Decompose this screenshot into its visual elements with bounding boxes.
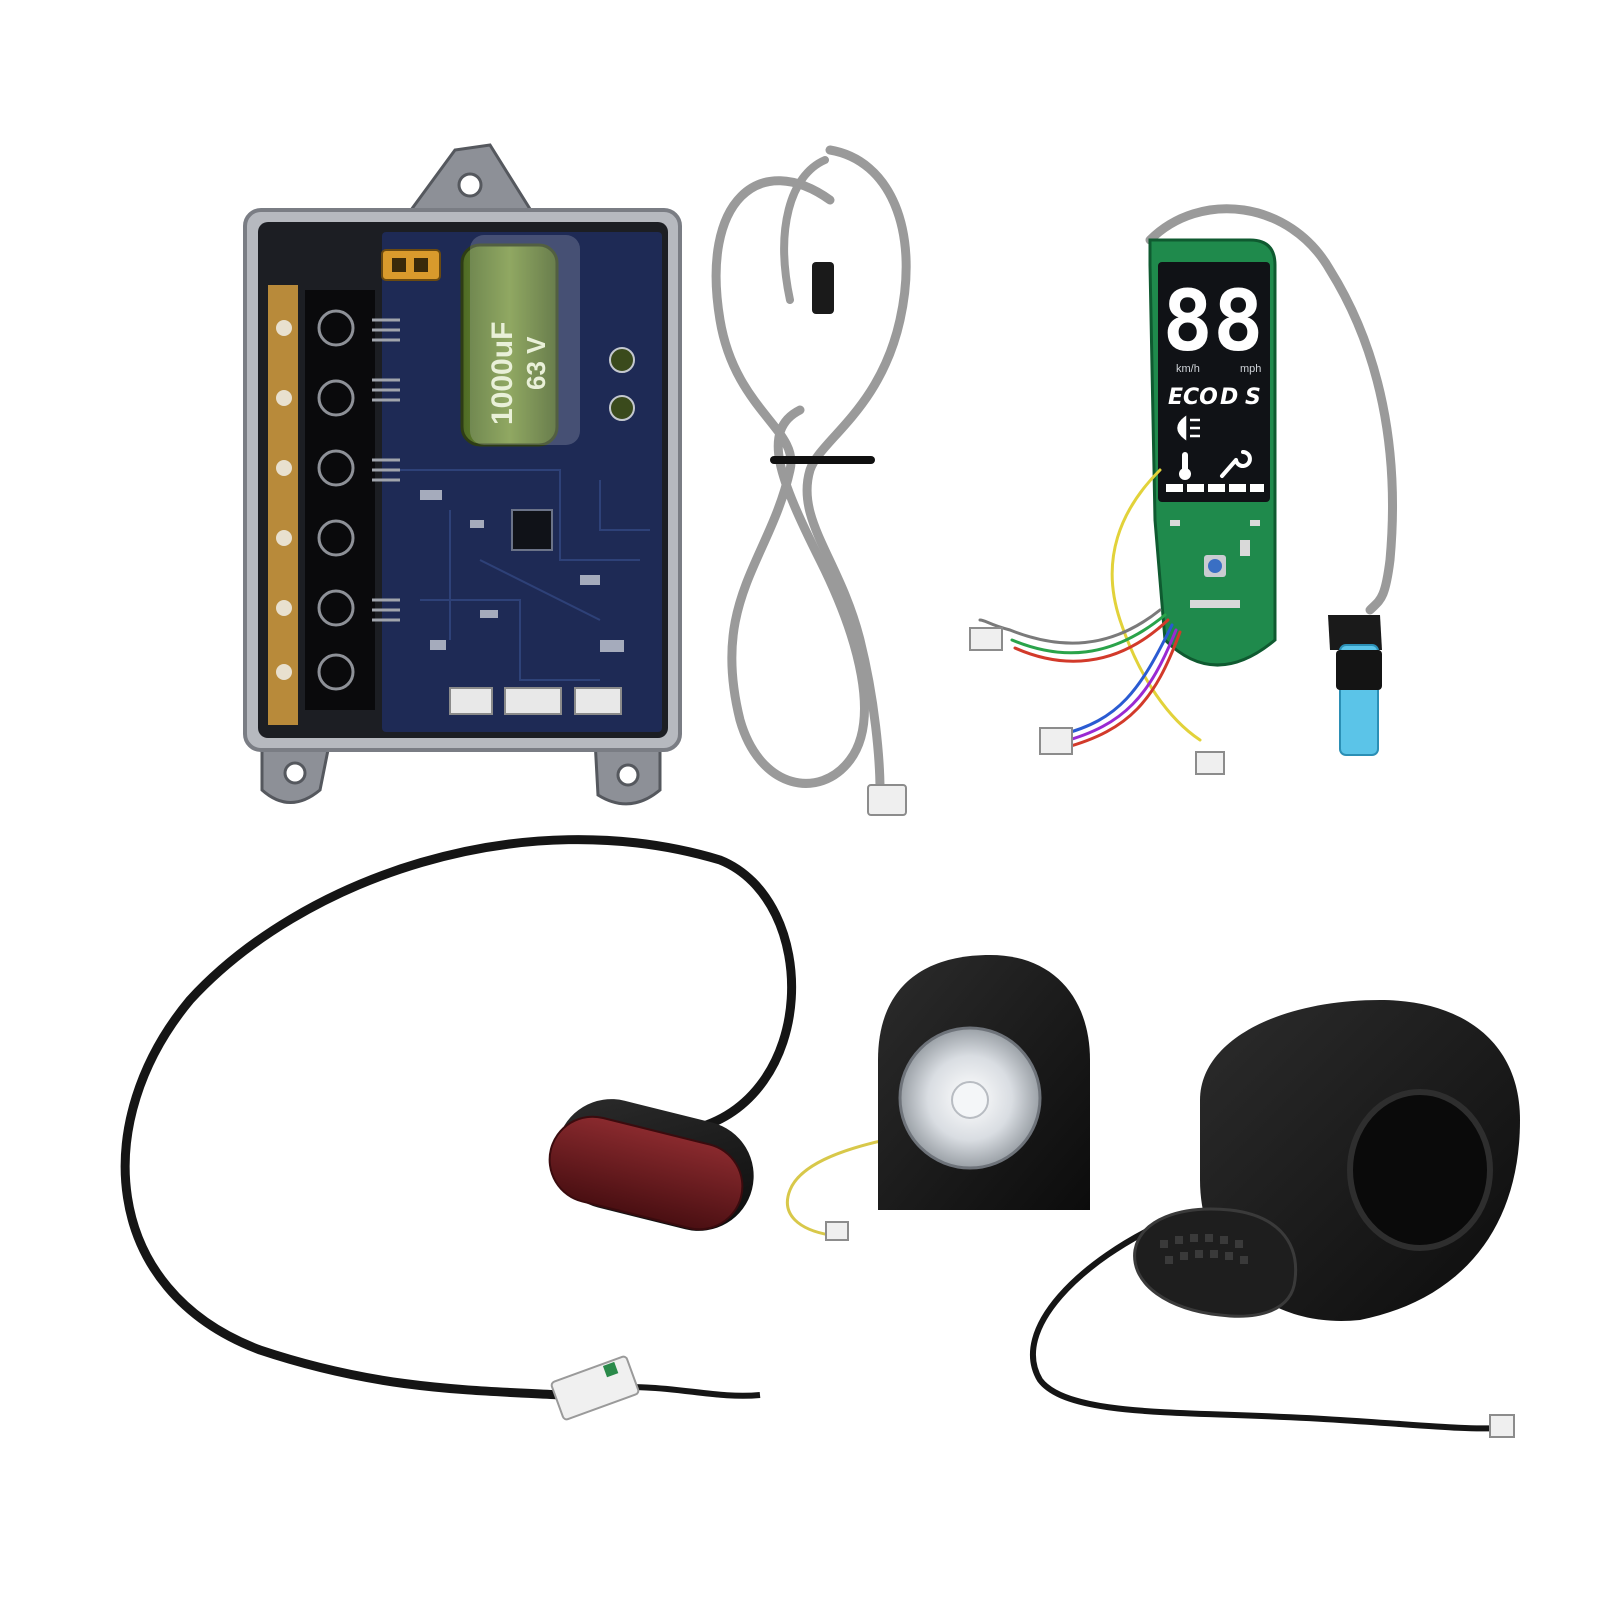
capacitor-voltage-text: 63 V [521,336,551,390]
extension-cable-connector-bottom [867,784,907,816]
dashboard-connector-b [1039,727,1073,755]
controller-pcb [382,232,662,732]
tail-light-cable [120,835,797,1400]
controller-terminal-strip [268,285,298,725]
controller-terminals [276,290,375,710]
throttle-bore [1347,1089,1493,1251]
dashboard-connector-c [1195,751,1225,775]
dashboard-unit-right: mph [1240,363,1261,375]
controller-mosfet-pins [372,318,400,622]
throttle-cable [1030,1217,1498,1432]
dashboard-grey-cable [1145,204,1397,615]
controller-signal-connectors [449,687,622,715]
extension-cable-connector-top [812,262,834,314]
wrench-icon [1220,450,1252,478]
extension-cable-tie [770,456,875,464]
dashboard-mode-s: S [1245,385,1261,410]
dashboard-mode-d: D [1220,385,1238,410]
dashboard-board: 88 km/h mph ECO D S [969,204,1397,775]
battery-bars [1166,484,1264,492]
temperature-icon [1179,452,1191,480]
controller-mcu-chip [511,509,553,551]
throttle [1030,1000,1520,1438]
controller-capacitor: 1000uF 63 V [460,235,580,447]
dashboard-wires [978,468,1202,750]
controller-power-connector [381,249,441,281]
dashboard-mode-eco: ECO [1168,385,1218,410]
tail-light [120,835,797,1421]
tail-light-connector [550,1355,640,1421]
throttle-grip-texture [1160,1234,1248,1264]
dashboard-display [1158,262,1270,502]
controller-top-mount-hole [457,172,483,198]
dashboard-speed-digits: 88 [1162,272,1263,370]
headlight-indicator-icon [1177,415,1200,441]
controller-bottom-left-mount-hole [283,761,307,785]
capacitor-value-text: 1000uF [486,322,519,425]
dashboard-unit-left: km/h [1176,363,1200,375]
controller-board: 1000uF 63 V [243,143,682,806]
dashboard-connector-a [969,627,1003,651]
dashboard-smd-parts [1170,520,1260,608]
throttle-thumb-lever [1133,1207,1298,1318]
controller-small-capacitors [609,347,635,421]
front-light-wire [785,1138,886,1237]
extension-cable [711,145,911,795]
tail-light-lens [548,1115,744,1231]
front-light [785,955,1090,1241]
controller-bottom-right-mount-hole [616,763,640,787]
